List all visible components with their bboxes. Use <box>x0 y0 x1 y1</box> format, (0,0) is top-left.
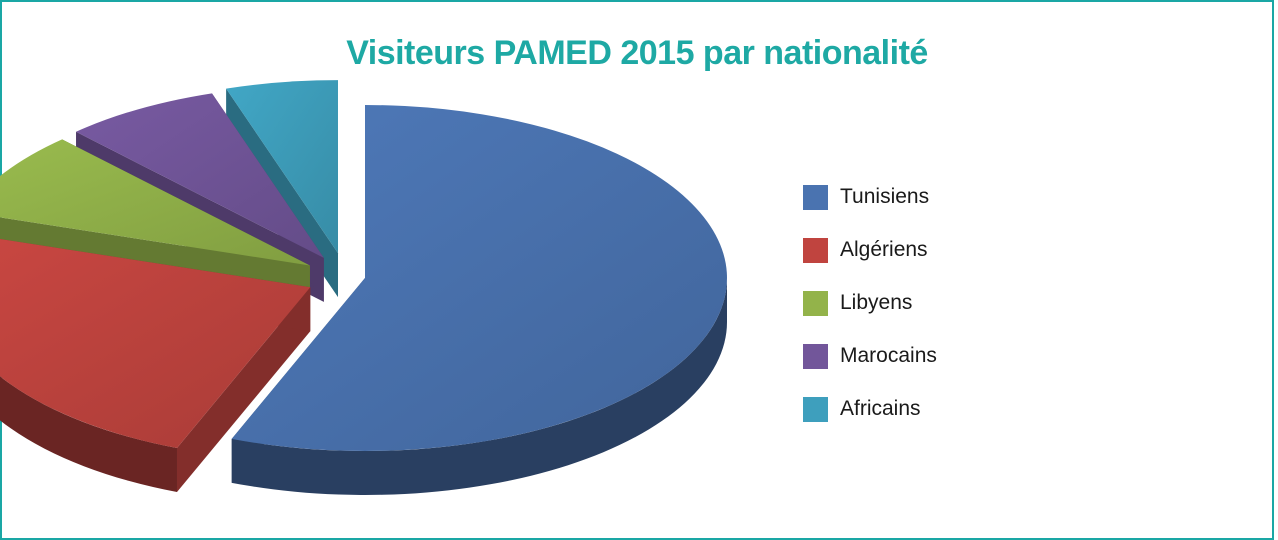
legend-swatch <box>803 184 828 210</box>
slice-top-face <box>231 105 728 451</box>
legend-item-marocains: Marocains <box>803 343 937 369</box>
legend-label: Tunisiens <box>840 185 930 208</box>
legend-item-algériens: Algériens <box>803 237 937 263</box>
legend-item-tunisiens: Tunisiens <box>803 184 937 210</box>
legend-item-libyens: Libyens <box>803 290 937 316</box>
chart-title: Visiteurs PAMED 2015 par nationalité <box>346 34 928 72</box>
pie-chart <box>0 80 728 495</box>
slice-side-wall <box>176 287 311 493</box>
legend-swatch <box>803 237 828 263</box>
slice-top-face <box>76 93 324 258</box>
legend-item-africains: Africains <box>803 396 937 422</box>
pie-slice-tunisiens <box>231 105 728 495</box>
legend-swatch <box>803 396 828 422</box>
legend-swatch <box>803 290 828 316</box>
slice-rim <box>0 376 177 493</box>
legend-label: Africains <box>840 397 921 420</box>
pie-slice-algériens <box>0 239 311 493</box>
legend-swatch <box>803 343 828 369</box>
legend-label: Marocains <box>840 344 937 367</box>
slice-top-face <box>0 239 311 449</box>
legend-label: Libyens <box>840 291 913 314</box>
slice-top-face <box>0 139 310 266</box>
slice-rim <box>231 278 728 495</box>
slice-top-face <box>226 80 338 254</box>
legend-label: Algériens <box>840 238 928 261</box>
